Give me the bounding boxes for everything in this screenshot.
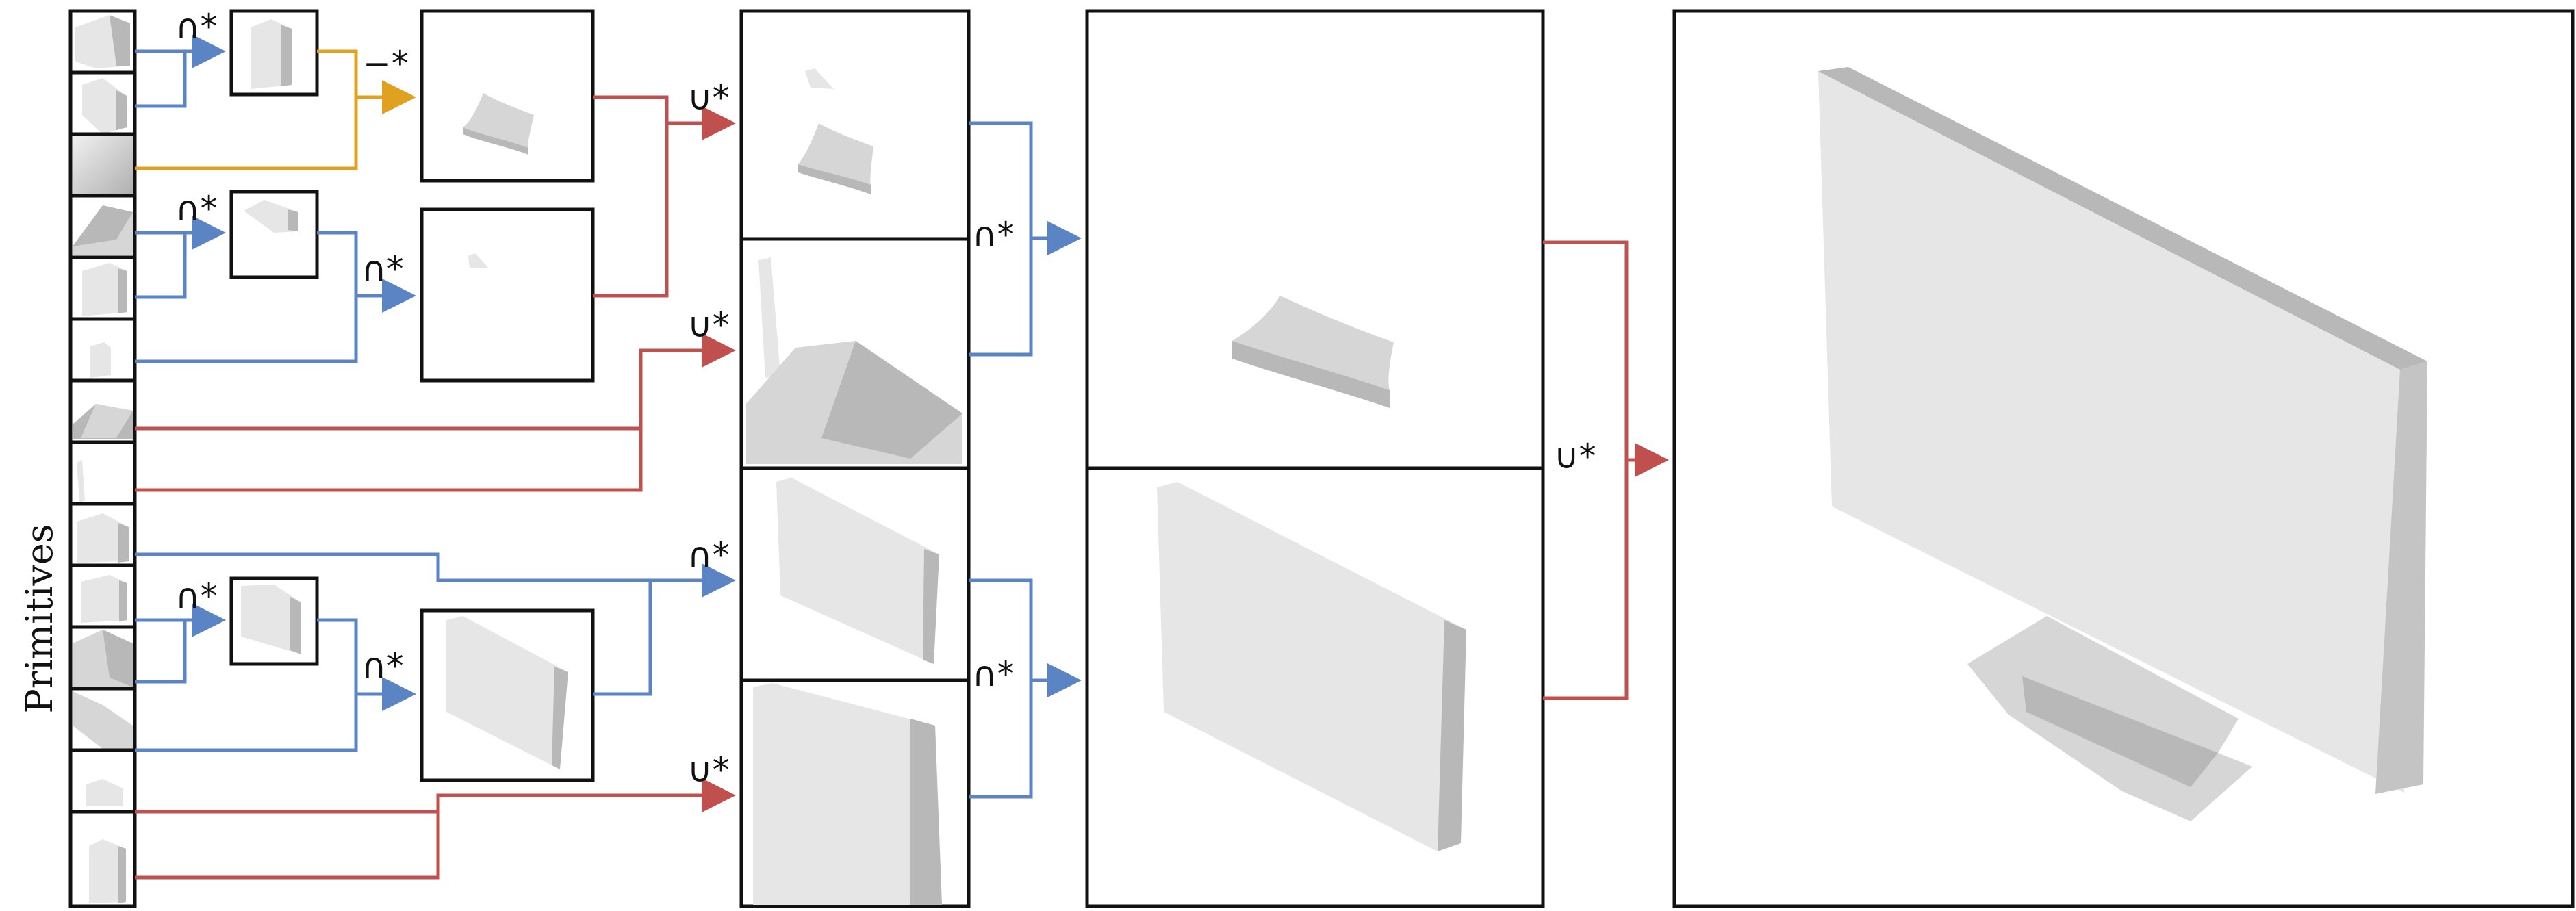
level3-column [739, 9, 971, 908]
level3-panel-2 [746, 257, 962, 464]
primitive-cell-6 [68, 317, 137, 383]
edges-to-level3 [135, 95, 736, 880]
primitive-cell-11 [68, 625, 137, 691]
primitive-cell-7 [68, 378, 137, 444]
level4-panel-2 [1157, 482, 1466, 851]
edges-to-final [1543, 240, 1669, 700]
primitive-cell-14 [68, 810, 137, 908]
op-intersect-2: ∩* [175, 189, 218, 229]
edges-to-level4 [969, 121, 1082, 799]
edges-prim-to-level1 [135, 34, 226, 684]
level3-panel-1 [798, 68, 873, 194]
primitive-cell-8 [68, 440, 137, 506]
primitive-cell-3 [68, 132, 137, 198]
op-union-3: ∪* [687, 750, 730, 790]
final-shape-panel [1672, 9, 2575, 908]
level4-column [1085, 9, 1545, 908]
primitive-cell-10 [68, 563, 137, 629]
op-intersect-5: ∩* [361, 646, 404, 686]
level1-node-b [229, 190, 319, 279]
op-intersect-7: ∩* [972, 215, 1015, 255]
primitive-cell-12 [68, 687, 137, 752]
level3-panel-3 [776, 478, 939, 664]
op-intersect-4: ∩* [361, 249, 404, 289]
operator-labels: ∩* ∩* ∩* −* ∩* ∩* ∪* ∪* ∩* ∪* ∩* ∩* ∪* [175, 7, 1596, 790]
primitive-cell-4 [68, 194, 137, 259]
level1-node-c [229, 576, 319, 666]
op-intersect-6: ∩* [687, 535, 730, 575]
op-union-1: ∪* [687, 78, 730, 118]
op-union-2: ∪* [687, 305, 730, 345]
primitive-cell-9 [68, 502, 137, 567]
level1-node-a [229, 9, 319, 97]
op-union-4: ∪* [1554, 437, 1596, 476]
op-subtract-1: −* [363, 44, 409, 84]
level4-panel-1 [1232, 296, 1394, 408]
primitives-column [68, 9, 137, 908]
level2-node-panel [420, 608, 595, 782]
level2-node-curved [420, 9, 595, 183]
op-intersect-3: ∩* [175, 576, 218, 616]
op-intersect-1: ∩* [175, 7, 218, 47]
level3-panel-4 [753, 683, 942, 905]
primitive-cell-2 [68, 70, 137, 136]
primitive-cell-13 [68, 748, 137, 814]
level2-node-sliver [420, 207, 595, 383]
op-intersect-8: ∩* [972, 654, 1015, 694]
primitive-cell-1 [68, 9, 137, 75]
primitive-cell-5 [68, 255, 137, 321]
edges-to-level2 [135, 49, 416, 752]
